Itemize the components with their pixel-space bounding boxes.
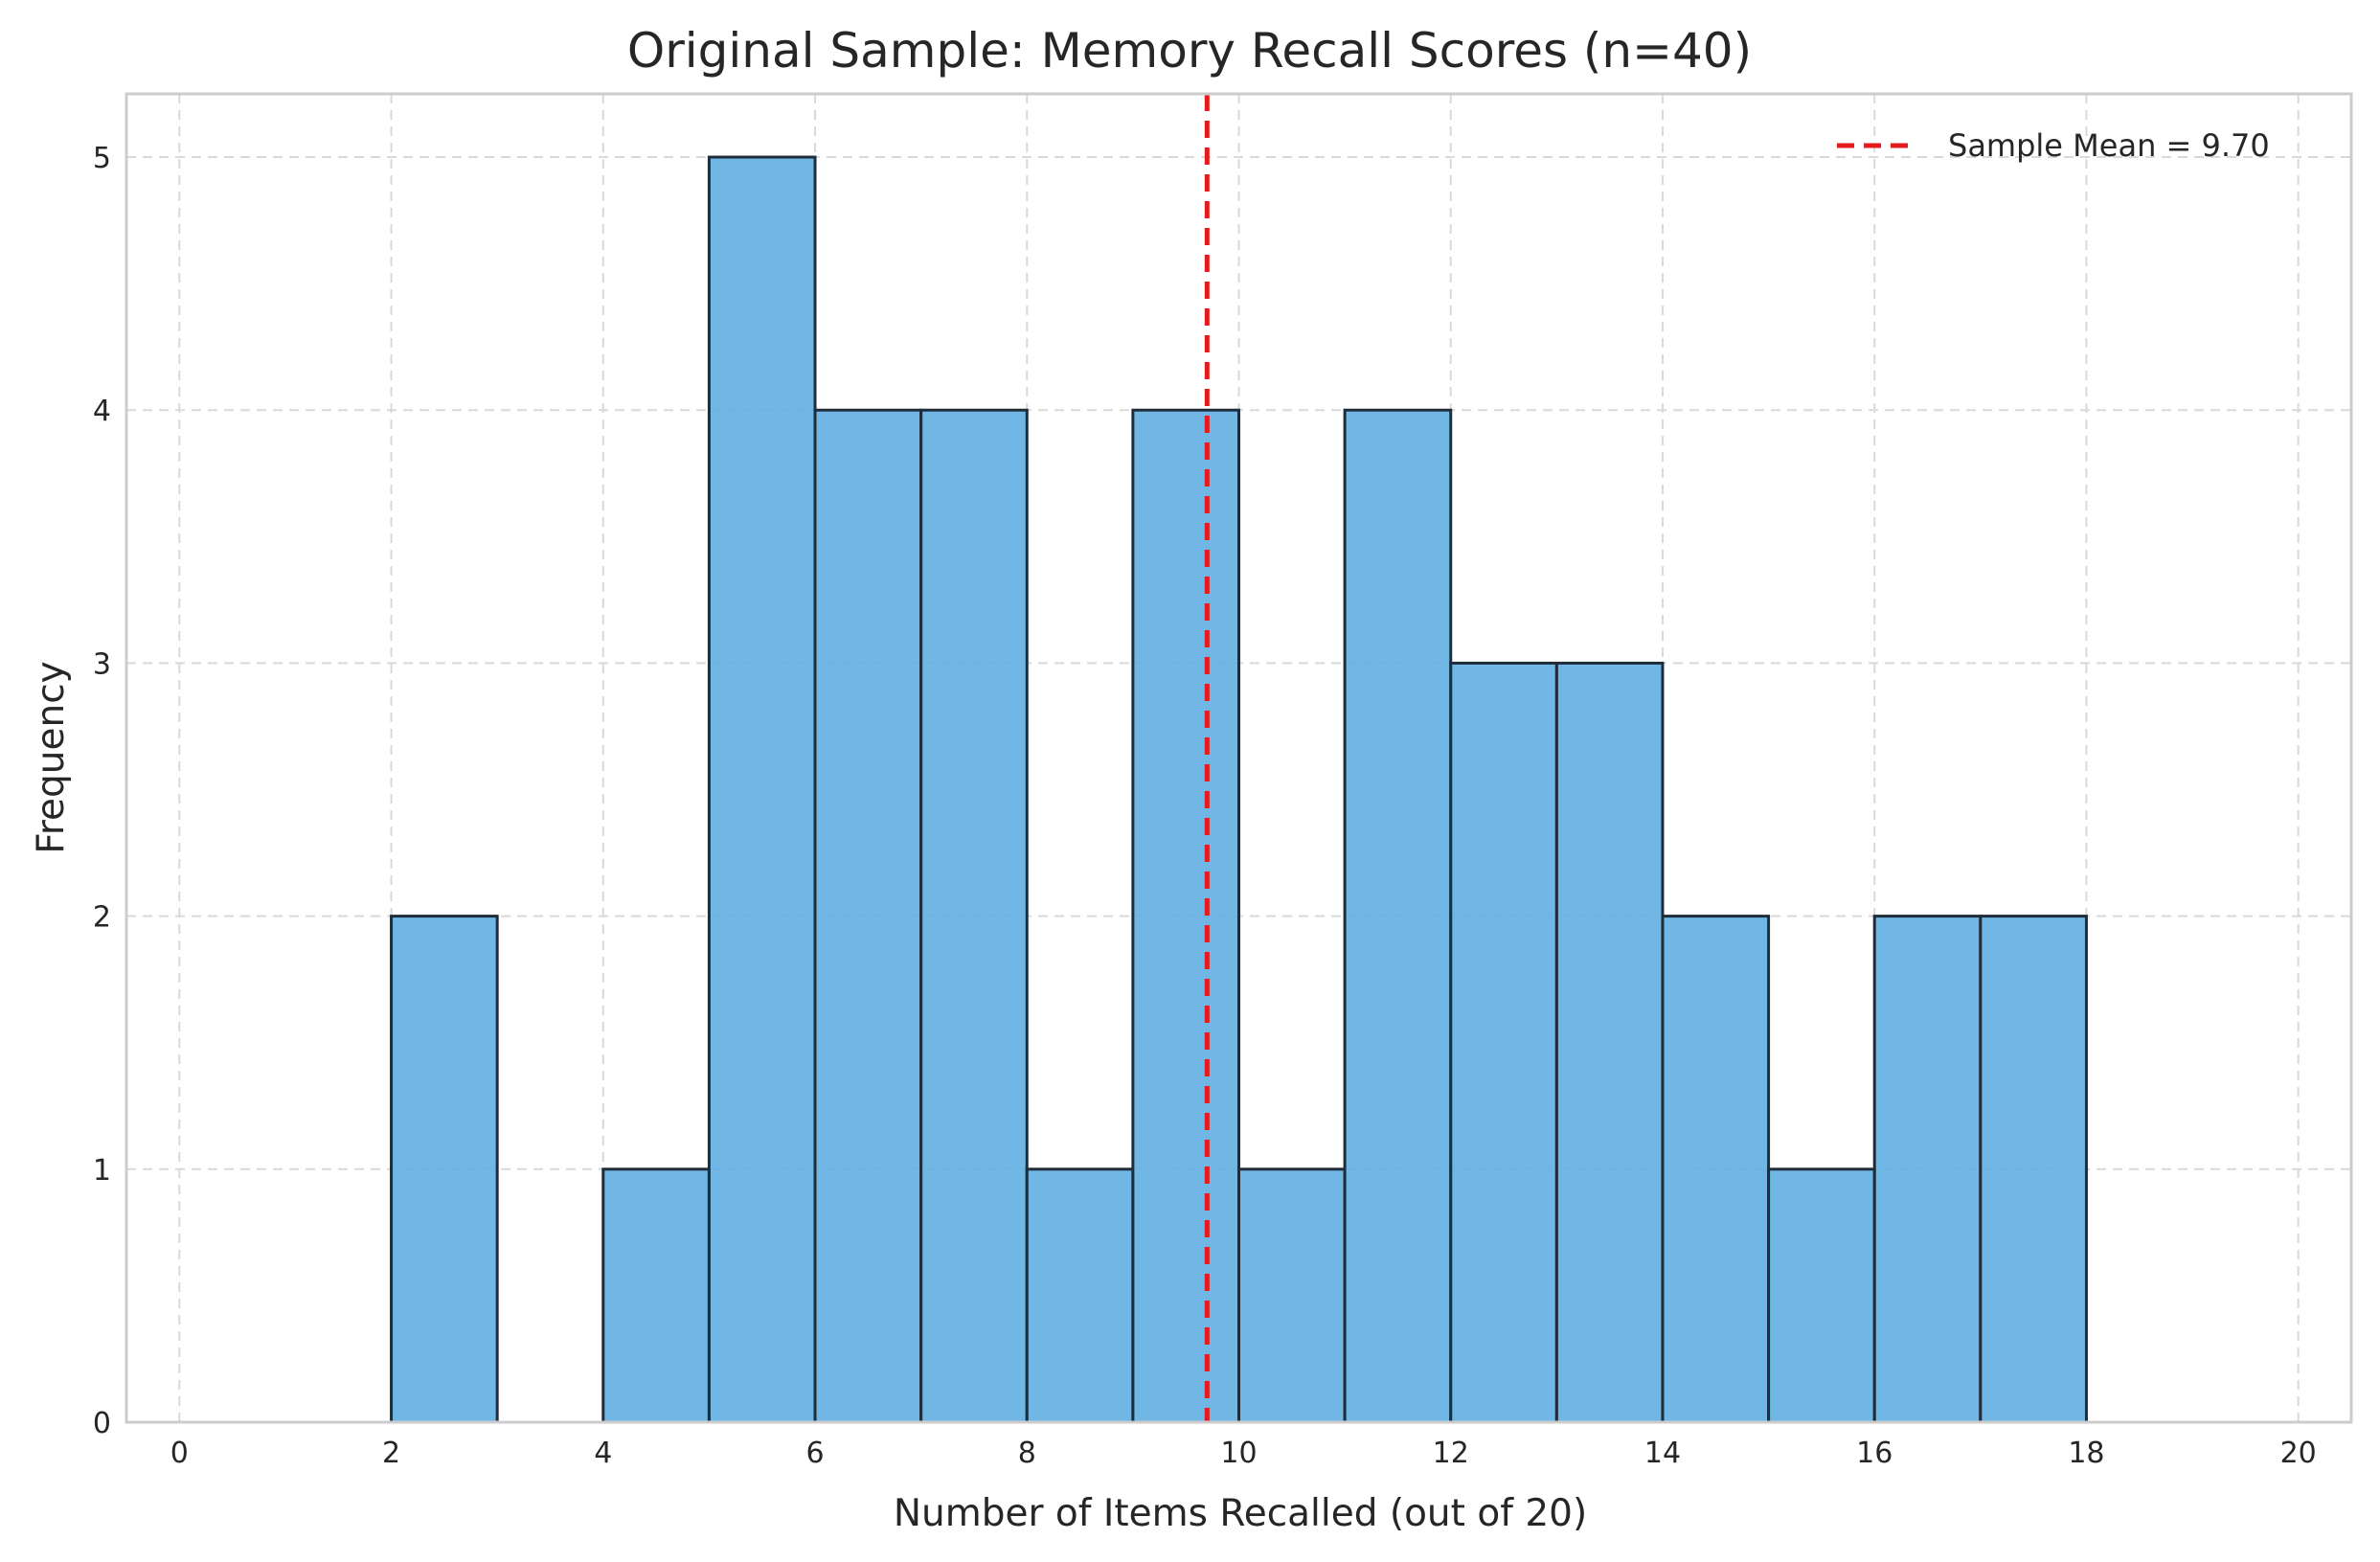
x-tick-label: 4 <box>594 1437 612 1470</box>
bars-layer <box>390 155 2088 1424</box>
x-tick-label: 18 <box>2068 1437 2104 1470</box>
x-tick-label: 10 <box>1220 1437 1257 1470</box>
x-tick-label: 14 <box>1644 1437 1681 1470</box>
histogram-bar <box>1131 408 1241 1424</box>
legend: Sample Mean = 9.70 <box>1837 127 2270 164</box>
histogram-bar <box>601 1167 711 1424</box>
y-axis-label: Frequency <box>30 661 73 853</box>
x-tick-label: 20 <box>2280 1437 2317 1470</box>
y-tick-label: 1 <box>93 1154 111 1188</box>
histogram-bar <box>919 408 1029 1424</box>
histogram-bar <box>1343 408 1453 1424</box>
y-tick-label: 2 <box>93 901 111 935</box>
y-tick-label: 3 <box>93 647 111 681</box>
x-tick-label: 2 <box>382 1437 400 1470</box>
x-tick-label: 12 <box>1433 1437 1469 1470</box>
histogram-bar <box>390 915 499 1424</box>
histogram-bar <box>1237 1167 1347 1424</box>
x-tick-label: 0 <box>170 1437 189 1470</box>
histogram-bar <box>1767 1167 1876 1424</box>
histogram-bar <box>813 408 923 1424</box>
x-tick-label: 6 <box>805 1437 824 1470</box>
x-tick-labels: 0 2 4 6 8 10 12 14 16 18 20 <box>170 1437 2317 1470</box>
y-tick-labels: 0 1 2 3 4 5 <box>93 142 111 1440</box>
x-tick-label: 8 <box>1018 1437 1036 1470</box>
chart-title: Original Sample: Memory Recall Scores (n… <box>627 23 1752 79</box>
plot-frame <box>125 92 2353 1424</box>
x-axis-label: Number of Items Recalled (out of 20) <box>894 1492 1587 1535</box>
y-tick-label: 4 <box>93 395 111 428</box>
histogram-bar <box>1025 1167 1135 1424</box>
histogram-bar <box>1661 915 1771 1424</box>
histogram-bar <box>1554 661 1665 1424</box>
histogram-bar <box>1979 915 2088 1424</box>
legend-mean-label: Sample Mean = 9.70 <box>1948 127 2270 164</box>
y-tick-label: 0 <box>93 1407 111 1440</box>
histogram-bar <box>707 155 817 1424</box>
histogram-bar <box>1872 915 1983 1424</box>
x-tick-label: 16 <box>1856 1437 1893 1470</box>
histogram-bar <box>1449 661 1558 1424</box>
y-tick-label: 5 <box>93 142 111 175</box>
